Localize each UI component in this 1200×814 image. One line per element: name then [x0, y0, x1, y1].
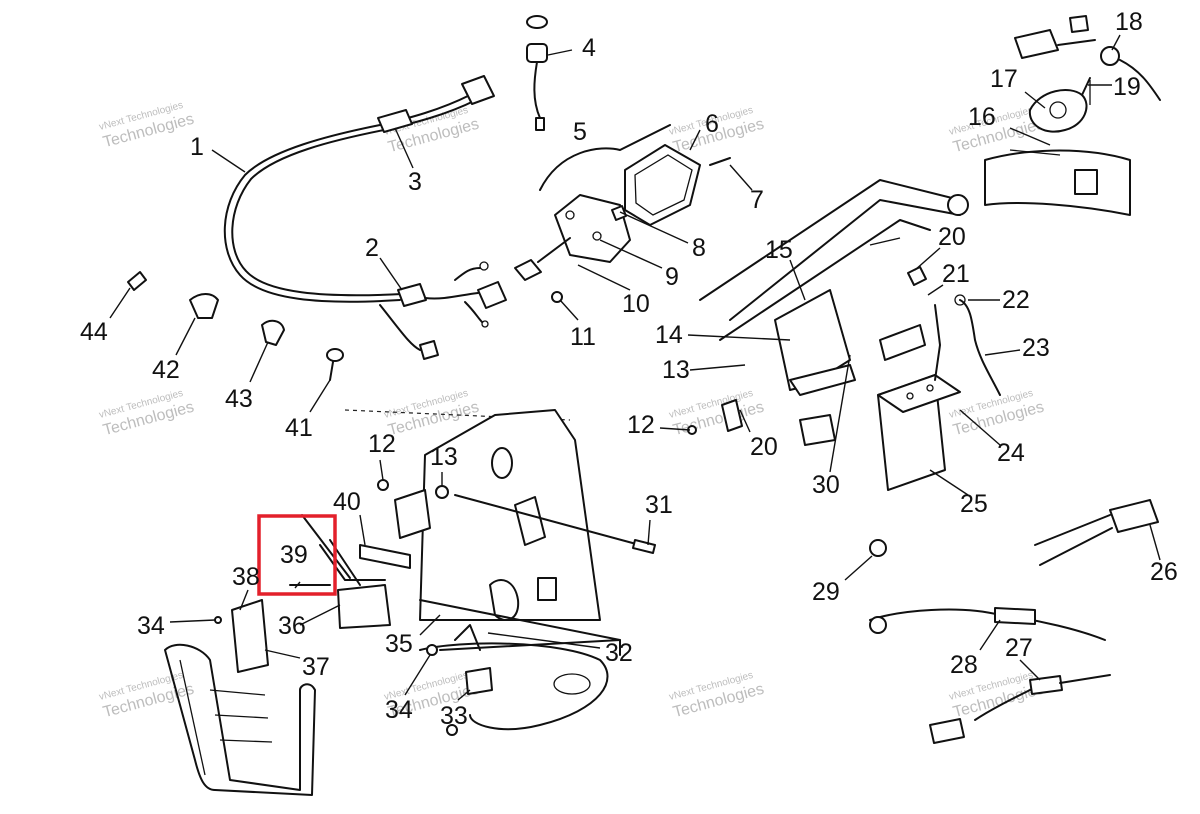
part-label-20-lower[interactable]: 20: [750, 433, 778, 461]
handlebar-horn-area: [984, 15, 1161, 216]
part-label-17[interactable]: 17: [990, 65, 1018, 93]
frame-battery-area: [687, 179, 1001, 491]
part-label-25[interactable]: 25: [960, 490, 988, 518]
part-label-18[interactable]: 18: [1115, 8, 1143, 36]
harness-connector-3: [377, 109, 413, 133]
bracket-38: [231, 599, 269, 673]
part-label-44[interactable]: 44: [80, 318, 108, 346]
part-label-13-center[interactable]: 13: [430, 443, 458, 471]
leader-lines: [109, 34, 1161, 701]
triangular-frame-plate: [419, 409, 601, 621]
part-label-28[interactable]: 28: [950, 651, 978, 679]
part-label-42[interactable]: 42: [152, 356, 180, 384]
part-label-12-center[interactable]: 12: [368, 430, 396, 458]
part-label-11[interactable]: 11: [570, 323, 596, 351]
highlight-box-39: [257, 514, 337, 596]
left-fasteners: [127, 271, 344, 381]
harness-connector-top: [461, 75, 495, 105]
right-cables: [869, 499, 1159, 744]
part-label-5[interactable]: 5: [573, 118, 587, 146]
handlebar-grip: [1014, 29, 1059, 59]
part-label-13-right[interactable]: 13: [662, 356, 690, 384]
plate-40: [359, 544, 411, 569]
part-label-1[interactable]: 1: [190, 133, 204, 161]
part-label-23[interactable]: 23: [1022, 334, 1050, 362]
harness-connector-2: [397, 283, 427, 307]
part-label-8[interactable]: 8: [692, 234, 706, 262]
part-label-12-right[interactable]: 12: [627, 411, 655, 439]
left-lower-area: [164, 514, 391, 796]
part-label-2[interactable]: 2: [365, 234, 379, 262]
lower-frame: [419, 642, 609, 736]
part-label-35[interactable]: 35: [385, 630, 413, 658]
part-label-3[interactable]: 3: [408, 168, 422, 196]
part-label-9[interactable]: 9: [665, 263, 679, 291]
part-label-36[interactable]: 36: [278, 612, 306, 640]
part-label-10[interactable]: 10: [622, 290, 650, 318]
part-label-34-bottom[interactable]: 34: [385, 696, 413, 724]
part-label-6[interactable]: 6: [705, 110, 719, 138]
wiring-harness: [223, 75, 507, 360]
part-label-15[interactable]: 15: [765, 236, 793, 264]
part-label-38[interactable]: 38: [232, 563, 260, 591]
part-label-39[interactable]: 39: [280, 541, 308, 569]
relay-40: [394, 489, 431, 539]
part-label-30[interactable]: 30: [812, 471, 840, 499]
part-label-16[interactable]: 16: [968, 103, 996, 131]
part-label-34-left[interactable]: 34: [137, 612, 165, 640]
part-label-19[interactable]: 19: [1113, 73, 1141, 101]
module-36: [337, 584, 391, 629]
part-label-4[interactable]: 4: [582, 34, 596, 62]
part-label-20-top[interactable]: 20: [938, 223, 966, 251]
part-label-22[interactable]: 22: [1002, 286, 1030, 314]
part-label-21[interactable]: 21: [942, 260, 970, 288]
part-label-33[interactable]: 33: [440, 702, 468, 730]
battery-cover: [879, 324, 926, 361]
part-label-29[interactable]: 29: [812, 578, 840, 606]
part-label-32[interactable]: 32: [605, 639, 633, 667]
horn: [1028, 89, 1088, 133]
tail-light-housing: [554, 194, 631, 263]
part-label-7[interactable]: 7: [750, 186, 764, 214]
part-label-42-43[interactable]: 43: [225, 385, 253, 413]
harness-plug: [477, 281, 507, 309]
part-label-40[interactable]: 40: [333, 488, 361, 516]
part-label-27[interactable]: 27: [1005, 634, 1033, 662]
connector-26: [1109, 499, 1159, 533]
part-labels: 1 2 3 4 5 6 7 8 9 10 11 12 12 13 13 14 1…: [80, 8, 1178, 730]
part-label-24[interactable]: 24: [997, 439, 1025, 467]
part-label-31[interactable]: 31: [645, 491, 673, 519]
center-bracket-area: [344, 409, 656, 656]
part-label-41[interactable]: 41: [285, 414, 313, 442]
part-label-37[interactable]: 37: [302, 653, 330, 681]
socket-part-4: [526, 15, 548, 131]
tail-light-lens: [624, 144, 701, 226]
tail-light-assembly: [514, 124, 731, 303]
switch-27: [1029, 675, 1063, 695]
guard-37: [164, 643, 316, 796]
part-label-14[interactable]: 14: [655, 321, 683, 349]
part-label-26[interactable]: 26: [1150, 558, 1178, 586]
